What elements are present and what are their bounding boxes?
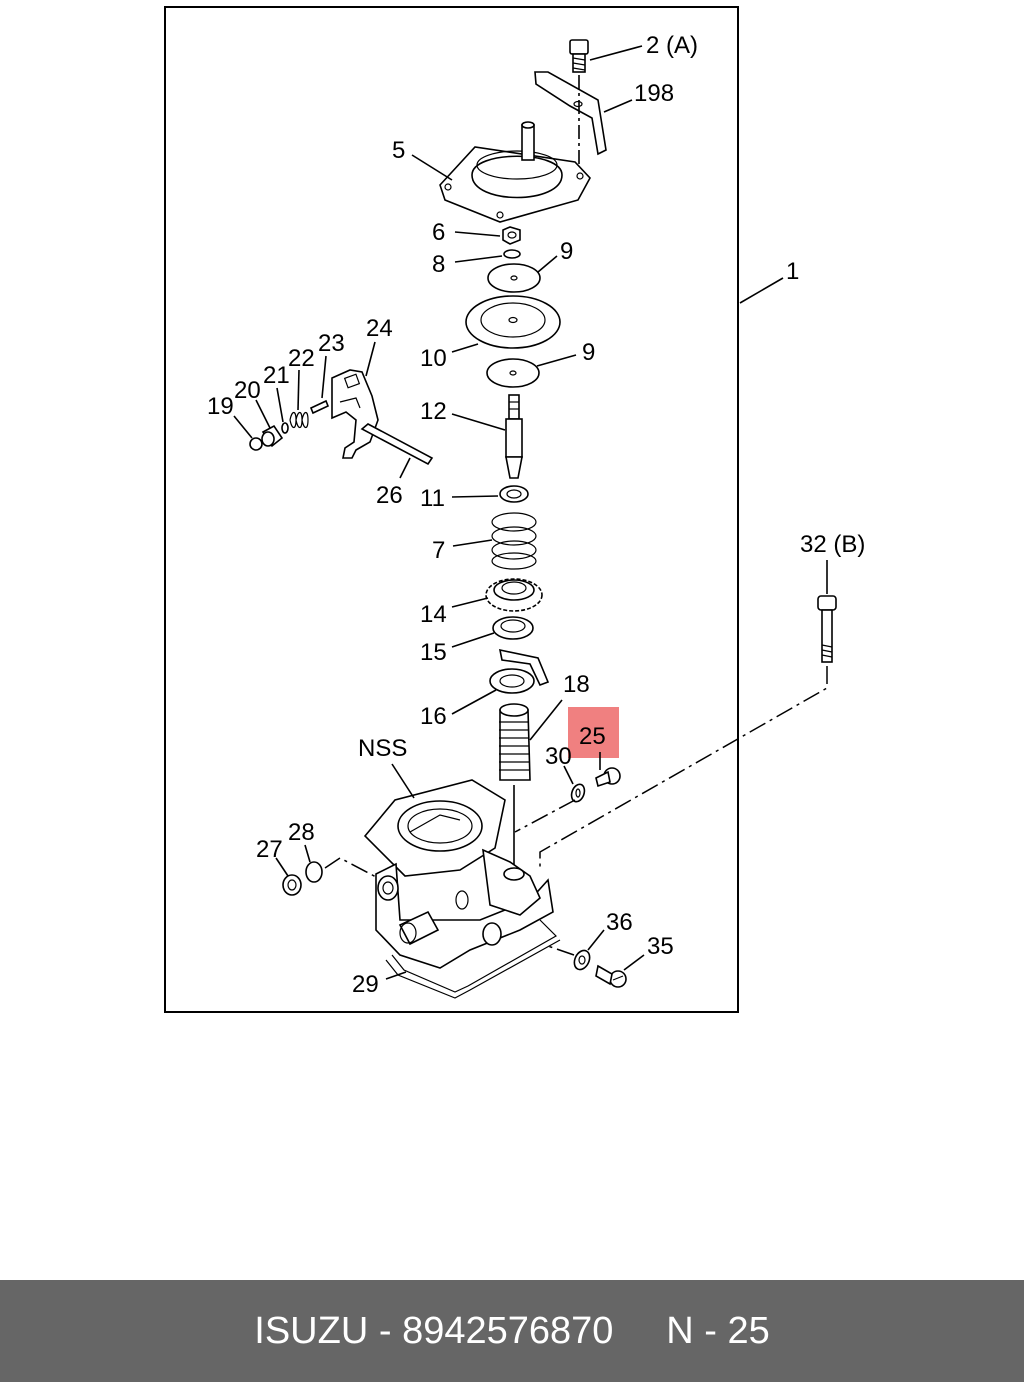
separator: -: [693, 1309, 728, 1352]
spring-part-22: [289, 369, 309, 429]
plate-part-9-upper: [487, 255, 558, 293]
plate-part-9-lower: [486, 354, 577, 388]
label-18: 18: [563, 671, 590, 698]
label-21: 21: [263, 362, 290, 389]
washer-part-30: [514, 765, 586, 833]
label-23: 23: [318, 330, 345, 357]
label-29: 29: [352, 971, 379, 998]
footer-bar: ISUZU - 8942576870 N - 25: [0, 1280, 1024, 1382]
spring-part-7: [452, 512, 537, 570]
screw-part-35: [595, 954, 645, 988]
label-6: 6: [432, 219, 445, 246]
label-9-upper: 9: [560, 238, 573, 265]
label-15: 15: [420, 639, 447, 666]
label-12: 12: [420, 398, 447, 425]
label-22: 22: [288, 345, 315, 372]
reference-number: 25: [727, 1309, 770, 1352]
label-14: 14: [420, 601, 447, 628]
label-8: 8: [432, 251, 445, 278]
label-36: 36: [606, 909, 633, 936]
washer-part-8: [454, 249, 521, 263]
label-32b: 32 (B): [800, 531, 865, 558]
brand-name: ISUZU: [254, 1309, 369, 1352]
reference-prefix: N: [666, 1309, 694, 1352]
washer-part-36: [544, 929, 605, 971]
plug-part-19: [233, 415, 263, 451]
cover-part-5: [411, 121, 591, 223]
ring-part-11: [451, 485, 529, 503]
bracket-part-198: [534, 71, 633, 168]
boot-part-18: [499, 699, 563, 865]
bolt-part-2: [569, 39, 643, 73]
label-26: 26: [376, 482, 403, 509]
label-10: 10: [420, 345, 447, 372]
label-20: 20: [234, 377, 261, 404]
shaft-part-12: [451, 394, 523, 479]
label-25: 25: [579, 723, 606, 750]
cap-part-28: [304, 844, 379, 883]
cap-part-20: [255, 399, 284, 448]
label-16: 16: [420, 703, 447, 730]
label-nss: NSS: [358, 735, 407, 762]
label-9-lower: 9: [582, 339, 595, 366]
ring-part-21: [276, 387, 289, 434]
plug-part-27: [275, 857, 302, 896]
label-198: 198: [634, 80, 674, 107]
label-35: 35: [647, 933, 674, 960]
label-28: 28: [288, 819, 315, 846]
part-number: 8942576870: [402, 1309, 614, 1352]
label-2a: 2 (A): [646, 32, 698, 59]
label-30: 30: [545, 743, 572, 770]
label-19: 19: [207, 393, 234, 420]
gear-part-14: [451, 578, 543, 612]
screw-part-25: [595, 752, 621, 788]
bushing-part-15: [451, 616, 534, 648]
gasket-part-29: [385, 919, 561, 999]
exploded-parts-diagram: 1 2 (A) 198 5 6 8 9 10 9 12 11 7 14 15 1…: [164, 6, 865, 1013]
bolt-part-32: [539, 560, 837, 870]
label-11: 11: [420, 485, 445, 512]
pin-part-23: [309, 355, 330, 415]
label-24: 24: [366, 315, 393, 342]
label-1: 1: [786, 258, 799, 285]
diagram-frame: [164, 6, 739, 1013]
throttle-body-nss: [363, 763, 554, 969]
nut-part-6: [454, 226, 521, 245]
separator: -: [368, 1309, 403, 1352]
label-5: 5: [392, 137, 405, 164]
pin-part-26: [360, 423, 434, 479]
diaphragm-part-10: [451, 295, 561, 353]
label-7: 7: [432, 537, 445, 564]
leader-part-1: [739, 277, 784, 304]
gap: [613, 1310, 666, 1353]
lever-part-16: [451, 648, 550, 715]
bracket-part-24: [331, 341, 379, 459]
highlight-box: [568, 707, 619, 758]
label-27: 27: [256, 836, 283, 863]
